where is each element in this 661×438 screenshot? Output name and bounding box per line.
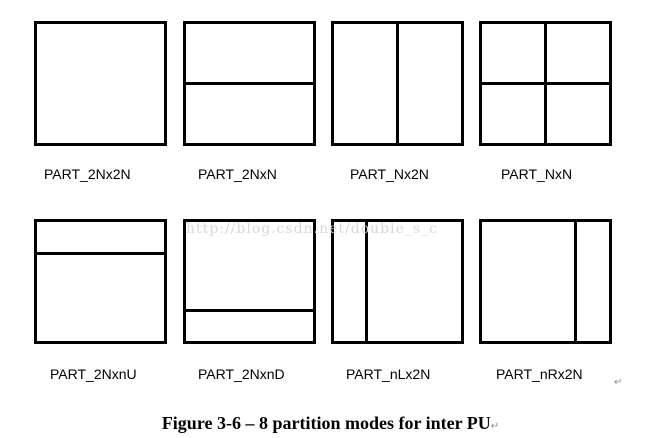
partition-label: PART_nRx2N [496, 366, 583, 382]
partition-nLx2N [331, 219, 464, 344]
paragraph-mark: ↵ [614, 377, 623, 388]
partition-2Nx2N [34, 21, 167, 146]
partition-label: PART_2NxnD [198, 366, 285, 382]
paragraph-mark: ↵ [490, 421, 500, 432]
partition-label: PART_2Nx2N [44, 166, 131, 182]
watermark-text: http://blog.csdn.net/double_s_c [186, 221, 438, 237]
figure-caption: Figure 3-6 – 8 partition modes for inter… [0, 413, 661, 434]
partition-NxN [479, 21, 612, 146]
partition-nRx2N [479, 219, 612, 344]
partition-label: PART_Nx2N [350, 166, 429, 182]
vertical-split-line [365, 222, 368, 341]
partition-2NxN [183, 21, 316, 146]
horizontal-split-line [37, 252, 164, 255]
partition-label: PART_2NxN [198, 166, 277, 182]
horizontal-split-line [186, 82, 313, 85]
horizontal-split-line [186, 309, 313, 312]
partition-label: PART_NxN [501, 166, 573, 182]
partition-2NxnU [34, 219, 167, 344]
vertical-split-line [574, 222, 577, 341]
vertical-split-line [396, 24, 399, 143]
caption-text: Figure 3-6 – 8 partition modes for inter… [161, 413, 491, 433]
partition-label: PART_nLx2N [346, 366, 431, 382]
partition-Nx2N [331, 21, 464, 146]
vertical-split-line [544, 24, 547, 143]
partition-label: PART_2NxnU [50, 366, 137, 382]
partition-2NxnD [183, 219, 316, 344]
